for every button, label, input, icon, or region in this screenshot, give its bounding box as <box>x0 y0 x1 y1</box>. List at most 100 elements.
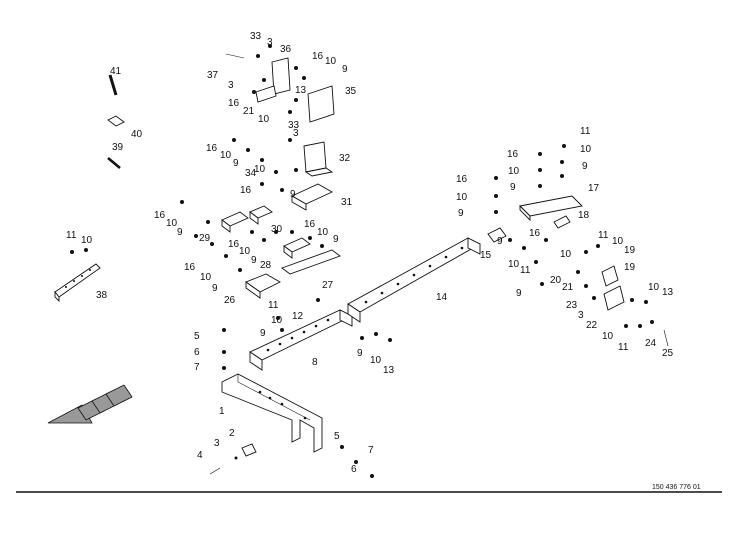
bracket-36-part <box>255 57 291 103</box>
callout-16: 16 <box>184 262 196 273</box>
long-rail-part <box>347 237 481 323</box>
bracket-32-part <box>303 141 334 177</box>
callout-16: 16 <box>228 98 240 109</box>
callout-20: 20 <box>550 275 562 286</box>
callout-10: 10 <box>325 56 337 67</box>
callout-11: 11 <box>618 342 629 353</box>
callout-4: 4 <box>197 450 203 461</box>
callout-9: 9 <box>333 234 339 245</box>
callout-9: 9 <box>516 288 522 299</box>
callout-30: 30 <box>271 224 283 235</box>
callout-25: 25 <box>662 348 674 359</box>
callout-1: 1 <box>219 406 225 417</box>
pin-41-part <box>108 74 118 96</box>
callout-16: 16 <box>240 185 252 196</box>
callout-16: 16 <box>154 210 166 221</box>
callout-26: 26 <box>224 295 236 306</box>
callout-16: 16 <box>228 239 240 250</box>
callout-16: 16 <box>529 228 541 239</box>
callout-10: 10 <box>254 164 266 175</box>
callout-10: 10 <box>239 246 251 257</box>
callout-11: 11 <box>268 300 279 311</box>
callout-3: 3 <box>214 438 220 449</box>
callout-8: 8 <box>312 357 318 368</box>
callout-13: 13 <box>662 287 674 298</box>
callout-10: 10 <box>648 282 660 293</box>
callout-10: 10 <box>370 355 382 366</box>
callout-40: 40 <box>131 129 143 140</box>
callout-34: 34 <box>245 168 257 179</box>
plate-19-part <box>601 265 619 287</box>
callout-9: 9 <box>497 236 503 247</box>
block-40-part <box>107 115 125 127</box>
callout-10: 10 <box>317 227 329 238</box>
hardware-marks <box>70 44 669 478</box>
callout-7: 7 <box>368 445 374 456</box>
callout-21: 21 <box>562 282 574 293</box>
callout-10: 10 <box>612 236 624 247</box>
callout-3: 3 <box>578 310 584 321</box>
callout-16: 16 <box>304 219 316 230</box>
callout-15: 15 <box>480 250 492 261</box>
callout-10: 10 <box>508 259 520 270</box>
pin-39-part <box>107 157 121 169</box>
callout-35: 35 <box>345 86 357 97</box>
callout-33: 33 <box>250 31 262 42</box>
bracket-31-part <box>291 183 333 211</box>
callout-29: 29 <box>199 233 211 244</box>
callout-18: 18 <box>578 210 590 221</box>
callout-14: 14 <box>436 292 448 303</box>
callout-9: 9 <box>290 189 296 200</box>
callout-2: 2 <box>229 428 235 439</box>
bracket-28-part <box>283 237 311 259</box>
callout-9: 9 <box>357 348 363 359</box>
callout-19: 19 <box>624 245 636 256</box>
callout-23: 23 <box>566 300 578 311</box>
callout-16: 16 <box>456 174 468 185</box>
callout-11: 11 <box>580 126 591 137</box>
direction-arrow-icon <box>47 384 133 424</box>
callout-37: 37 <box>207 70 219 81</box>
callout-9: 9 <box>251 255 257 266</box>
callout-13: 13 <box>295 85 307 96</box>
callout-22: 22 <box>586 320 598 331</box>
callout-31: 31 <box>341 197 353 208</box>
callout-10: 10 <box>602 331 614 342</box>
callout-10: 10 <box>508 166 520 177</box>
callout-6: 6 <box>351 464 357 475</box>
callout-3: 3 <box>293 128 299 139</box>
callout-7: 7 <box>194 362 200 373</box>
callout-3: 3 <box>267 37 273 48</box>
callout-9: 9 <box>342 64 348 75</box>
callout-10: 10 <box>258 114 270 125</box>
callout-9: 9 <box>260 328 266 339</box>
callout-9: 9 <box>212 283 218 294</box>
bracket-15-part <box>487 227 507 243</box>
callout-33: 33 <box>288 120 300 131</box>
bracket-35-part <box>307 85 335 123</box>
plate-27-part <box>281 249 341 275</box>
callout-11: 11 <box>520 265 531 276</box>
callout-10: 10 <box>560 249 572 260</box>
callout-3: 3 <box>228 80 234 91</box>
callout-32: 32 <box>339 153 351 164</box>
callout-38: 38 <box>96 290 108 301</box>
callout-10: 10 <box>220 150 232 161</box>
callout-21: 21 <box>243 106 255 117</box>
callout-28: 28 <box>260 260 272 271</box>
rail-38-part <box>54 263 101 303</box>
callout-16: 16 <box>312 51 324 62</box>
callout-41: 41 <box>110 66 122 77</box>
callout-24: 24 <box>645 338 657 349</box>
callout-10: 10 <box>456 192 468 203</box>
callout-36: 36 <box>280 44 292 55</box>
callout-6: 6 <box>194 347 200 358</box>
clip-18-part <box>553 215 571 229</box>
callout-9: 9 <box>458 208 464 219</box>
plate-22-part <box>603 285 625 311</box>
callout-9: 9 <box>233 158 239 169</box>
callout-39: 39 <box>112 142 124 153</box>
bracket-29-part <box>221 211 249 233</box>
callout-11: 11 <box>598 230 609 241</box>
plate-17-part <box>519 195 583 222</box>
